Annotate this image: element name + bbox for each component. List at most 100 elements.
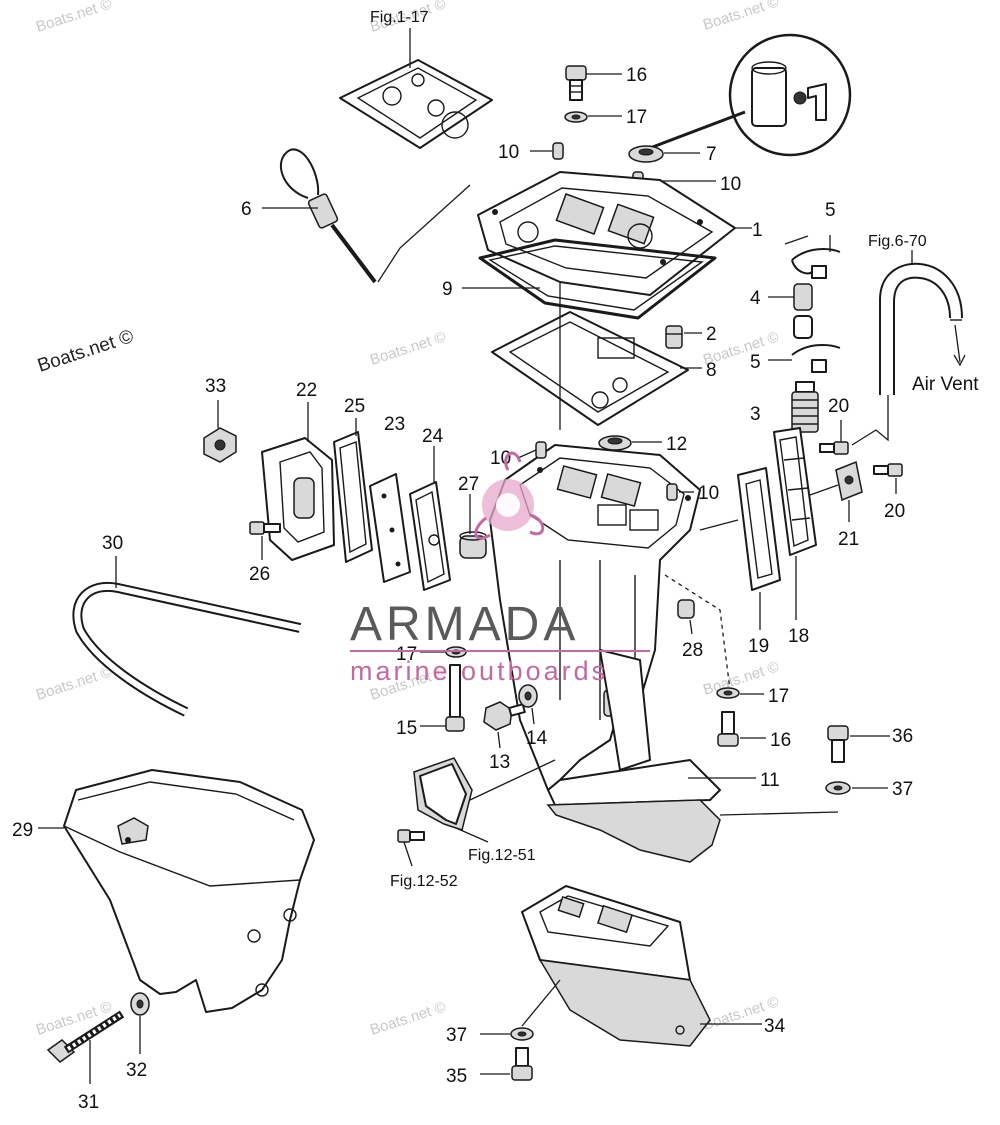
stud-15 [445,664,465,732]
watermark-dark: Boats.net © [35,326,136,377]
pin-10-d [666,483,678,501]
screw-26 [249,521,281,535]
vent-hose [879,262,966,395]
side-plate [413,757,473,831]
callout-20: 20 [828,396,849,417]
callout-7: 7 [706,144,717,165]
callout-4: 4 [750,288,761,309]
nut-33 [203,427,237,463]
pin-10-a [552,142,564,160]
callout-17: 17 [768,686,789,707]
callout-21: 21 [838,529,859,550]
bolt-36 [827,725,849,763]
hose-4 [793,283,813,339]
callout-10: 10 [698,483,719,504]
callout-9: 9 [442,279,453,300]
detail-inset [728,33,852,157]
brand-name: ARMADA [350,598,579,651]
callout-20: 20 [884,501,905,522]
adapter-34 [521,885,711,1047]
callout-26: 26 [249,564,270,585]
top-gasket [339,59,493,149]
callout-11: 11 [760,770,780,791]
watermark: Boats.net © [368,328,448,368]
callout-18: 18 [788,626,809,647]
washer-32 [130,992,150,1016]
callout-37: 37 [446,1025,467,1046]
watermark: Boats.net © [34,998,114,1038]
watermark: Boats.net © [34,663,114,703]
callout-16: 16 [626,65,647,86]
gasket-8 [491,311,689,426]
bolt-16-top [565,65,587,101]
cover-22 [261,437,335,561]
callout-6: 6 [241,199,252,220]
callout-3: 3 [750,404,761,425]
brand-tagline: marine outboards [350,656,608,686]
watermark: Boats.net © [701,0,781,34]
callout-5: 5 [825,200,836,221]
washer-37-bottom [510,1027,534,1041]
breather-3 [791,381,819,433]
oil-seal-7 [628,145,664,163]
grommet-27 [459,531,487,559]
cover-18 [773,427,817,556]
callout-34: 34 [764,1016,786,1037]
washer-37-right [825,781,851,795]
armada-logo: ARMADA marine outboards [350,451,650,686]
callout-29: 29 [12,820,33,841]
clip-5-bottom [791,344,841,373]
callout-23: 23 [384,414,405,435]
callout-17: 17 [396,644,417,665]
callout-15: 15 [396,718,417,739]
lower-cowl-29 [63,769,315,1013]
callout-25: 25 [344,396,365,417]
callout-36: 36 [892,726,913,747]
callout-19: 19 [748,636,769,657]
bolt-13 [483,701,526,731]
washer-17-top [564,111,588,123]
callout-22: 22 [296,380,317,401]
clamp-21 [835,460,863,502]
plug-28 [677,599,695,619]
ref-fig-6-70: Fig.6-70 [868,233,927,250]
bolt-16-right [717,711,739,747]
screw-2 [665,325,683,349]
plate-23 [369,473,411,583]
gasket-24 [409,481,451,591]
callout-33: 33 [205,376,226,397]
washer-14 [518,684,538,708]
screw-fig-12-52 [397,829,425,843]
callout-12: 12 [666,434,687,455]
callout-35: 35 [446,1066,467,1087]
callout-10: 10 [490,448,511,469]
callout-24: 24 [422,426,444,447]
callout-10: 10 [498,142,519,163]
callout-17: 17 [626,107,647,128]
callout-5: 5 [750,352,761,373]
callout-13: 13 [489,752,510,773]
callout-32: 32 [126,1060,147,1081]
watermark: Boats.net © [34,0,114,36]
washer-17-right [716,687,740,699]
bolt-20-a [819,441,849,455]
callout-1: 1 [752,220,763,241]
dipstick [279,148,377,284]
bolt-20-b [873,463,903,477]
ref-fig-1-17: Fig.1-17 [370,9,429,26]
gasket-25 [333,431,373,563]
watermark: Boats.net © [368,998,448,1038]
bolt-35 [511,1047,533,1081]
callout-2: 2 [706,324,717,345]
callout-16: 16 [770,730,791,751]
gasket-9 [478,238,717,320]
callout-10: 10 [720,174,741,195]
seal-strip-30 [72,581,302,717]
callout-30: 30 [102,533,123,554]
ref-fig-12-51: Fig.12-51 [468,847,536,864]
seal-12 [598,435,632,451]
callout-31: 31 [78,1092,99,1113]
bolt-31 [46,1010,125,1063]
gasket-19 [737,467,781,591]
